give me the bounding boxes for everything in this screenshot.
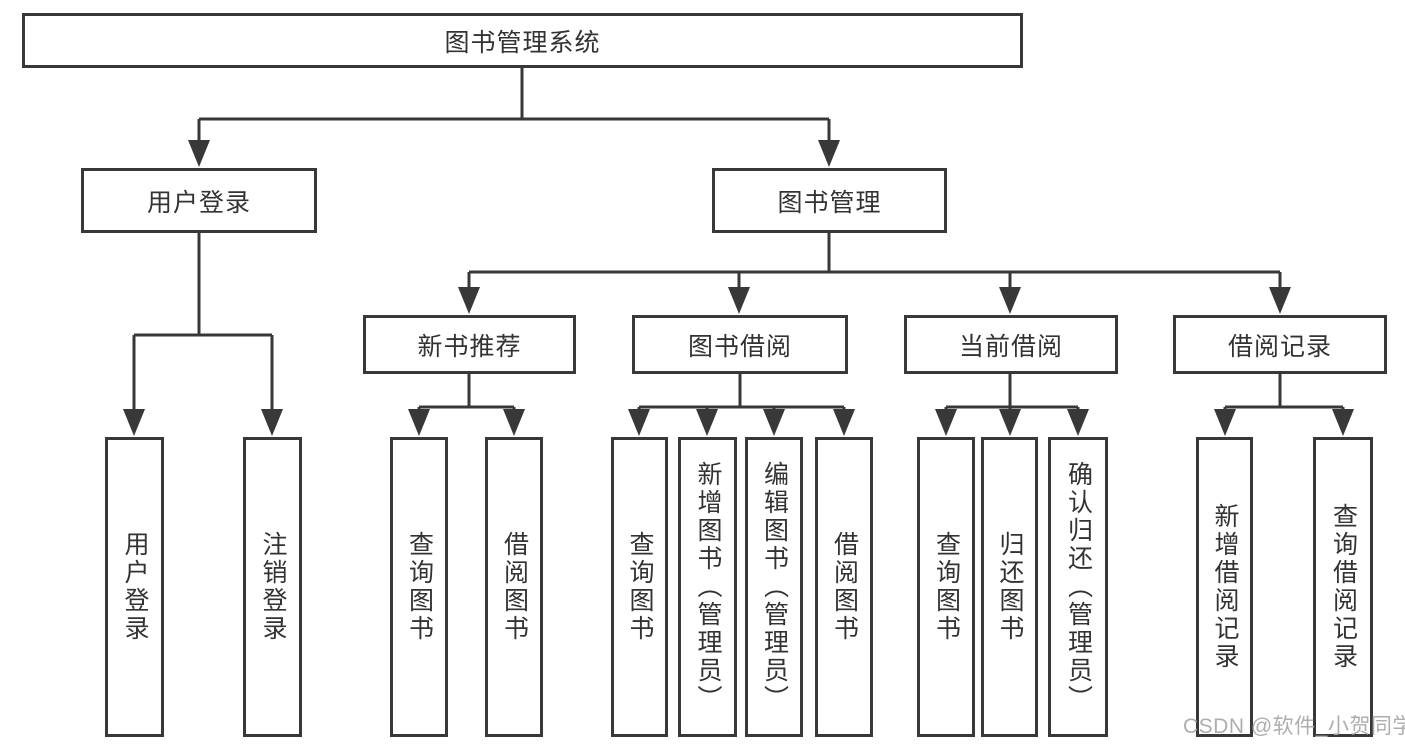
watermark: CSDN @软件_小贺同学 (1183, 715, 1405, 738)
node-leaf-logout: 注销登录 (243, 437, 302, 737)
node-root: 图书管理系统 (22, 13, 1023, 68)
node-leaf-nbr-borrow-books: 借阅图书 (485, 437, 543, 737)
node-borrow-records: 借阅记录 (1173, 315, 1387, 374)
node-leaf-user-login: 用户登录 (105, 437, 164, 737)
node-leaf-cb-return-books-label: 归还图书 (996, 531, 1024, 643)
edge-root-to-level2 (197, 68, 831, 142)
node-leaf-bb-borrow-books: 借阅图书 (815, 437, 873, 737)
node-current-borrow-label: 当前借阅 (958, 332, 1063, 361)
node-current-borrow: 当前借阅 (904, 315, 1118, 374)
node-leaf-bb-borrow-books-label: 借阅图书 (830, 531, 859, 643)
arrowheads (123, 140, 1354, 436)
node-book-mgmt-label: 图书管理 (777, 188, 882, 217)
edge-borrow-records-children (1223, 374, 1345, 411)
edge-book-mgmt-children (467, 233, 1282, 289)
node-leaf-cb-query-books: 查询图书 (917, 437, 975, 737)
node-leaf-br-query-record-label: 查询借阅记录 (1329, 503, 1358, 671)
node-book-borrow: 图书借阅 (632, 315, 848, 374)
node-leaf-nbr-borrow-books-label: 借阅图书 (500, 531, 529, 643)
node-leaf-cb-query-books-label: 查询图书 (932, 531, 961, 643)
node-leaf-br-query-record: 查询借阅记录 (1313, 437, 1373, 737)
node-leaf-bb-add-books-admin: 新增图书（管理员） (678, 437, 737, 737)
node-new-book-rec: 新书推荐 (363, 315, 576, 374)
node-user-login: 用户登录 (81, 168, 317, 233)
node-leaf-bb-edit-books-admin: 编辑图书（管理员） (745, 437, 803, 737)
node-leaf-cb-confirm-return-admin-label: 确认归还（管理员） (1064, 461, 1093, 713)
edge-new-book-rec-children (417, 374, 516, 411)
edge-book-borrow-children (637, 374, 846, 411)
node-leaf-br-add-record: 新增借阅记录 (1196, 437, 1253, 737)
node-leaf-br-add-record-label: 新增借阅记录 (1211, 503, 1239, 671)
node-leaf-user-login-label: 用户登录 (121, 531, 149, 643)
node-leaf-cb-return-books: 归还图书 (981, 437, 1038, 737)
node-leaf-bb-add-books-admin-label: 新增图书（管理员） (694, 461, 722, 713)
node-leaf-bb-query-books: 查询图书 (611, 437, 668, 737)
node-leaf-nbr-query-books-label: 查询图书 (405, 531, 434, 643)
node-book-mgmt: 图书管理 (712, 168, 947, 233)
node-user-login-label: 用户登录 (146, 188, 251, 217)
node-leaf-logout-label: 注销登录 (259, 531, 287, 643)
node-leaf-bb-edit-books-admin-label: 编辑图书（管理员） (760, 461, 789, 713)
node-book-borrow-label: 图书借阅 (687, 332, 792, 361)
node-borrow-records-label: 借阅记录 (1227, 332, 1332, 361)
edge-current-borrow-children (944, 374, 1080, 411)
node-leaf-bb-query-books-label: 查询图书 (626, 531, 654, 643)
node-leaf-nbr-query-books: 查询图书 (390, 437, 448, 737)
node-leaf-cb-confirm-return-admin: 确认归还（管理员） (1048, 437, 1108, 737)
node-root-label: 图书管理系统 (444, 28, 601, 57)
edge-user-login-children (132, 233, 274, 411)
node-new-book-rec-label: 新书推荐 (417, 332, 522, 361)
